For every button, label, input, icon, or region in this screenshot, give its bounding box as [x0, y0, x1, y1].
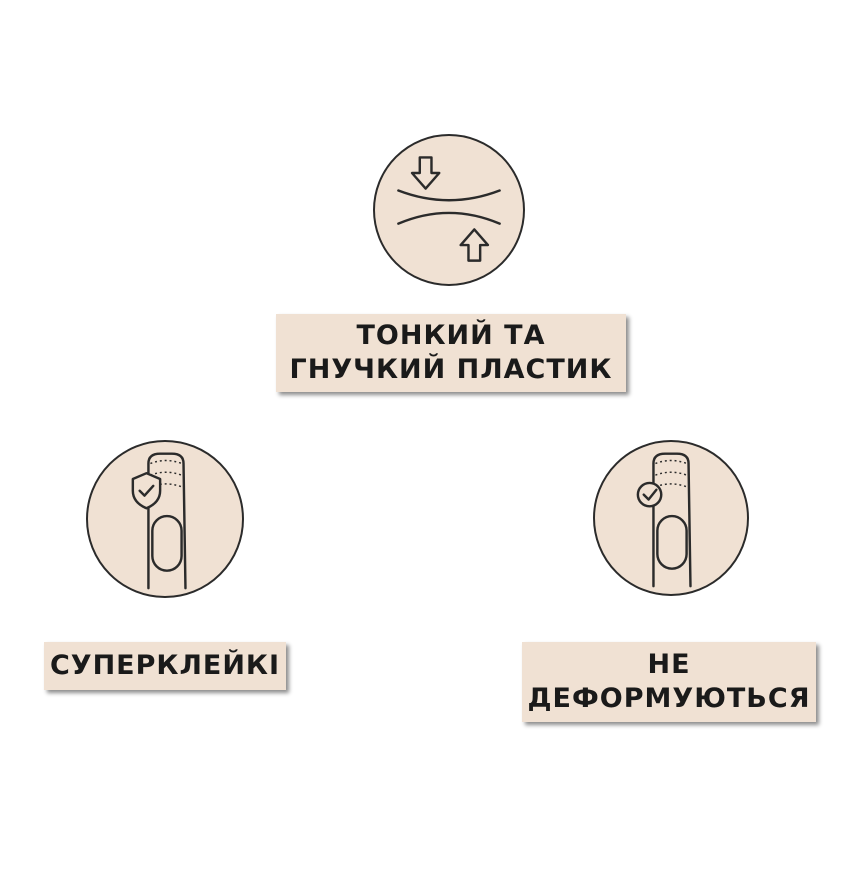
no-deform-label: НЕ ДЕФОРМУЮТЬСЯ: [522, 642, 816, 722]
nail-check-icon: [636, 452, 692, 588]
superglue-label: СУПЕРКЛЕЙКІ: [44, 642, 286, 690]
nail-shield-check-icon: [131, 452, 187, 590]
thin-flexible-label-line2: ГНУЧКИЙ ПЛАСТИК: [289, 354, 613, 385]
no-deform-icon-circle: [593, 440, 749, 596]
no-deform-label-line1: НЕ: [647, 649, 691, 680]
press-arrows-icon: [397, 156, 501, 262]
thin-flexible-label: ТОНКИЙ ТА ГНУЧКИЙ ПЛАСТИК: [276, 314, 626, 392]
superglue-icon-circle: [86, 440, 244, 598]
thin-flexible-label-line1: ТОНКИЙ ТА: [356, 320, 546, 351]
superglue-label-line1: СУПЕРКЛЕЙКІ: [49, 650, 281, 681]
no-deform-label-line2: ДЕФОРМУЮТЬСЯ: [527, 683, 811, 714]
thin-flexible-icon-circle: [373, 134, 525, 286]
